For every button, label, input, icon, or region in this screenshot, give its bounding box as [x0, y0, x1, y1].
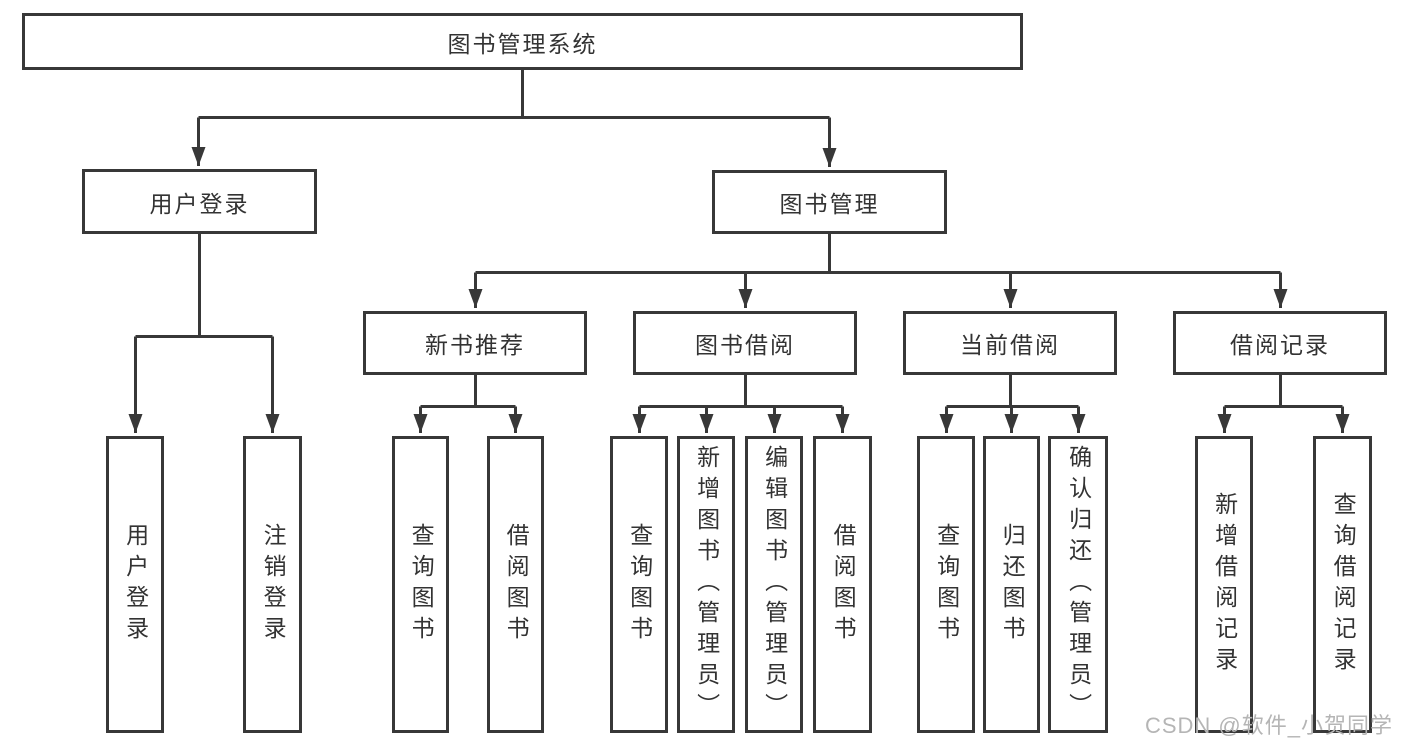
- connector-new-book-hub: [420, 375, 516, 408]
- leaf-add-book-admin: 新增图书（管理员）: [677, 436, 735, 733]
- connector-book-borrow-hub: [639, 375, 843, 408]
- leaf-add-borrow-record: 新增借阅记录: [1195, 436, 1253, 733]
- leaf-query-borrow-record-label: 查询借阅记录: [1330, 491, 1357, 678]
- node-current-borrow: 当前借阅: [903, 311, 1117, 375]
- leaf-borrow-books-1-label: 借阅图书: [503, 522, 530, 647]
- leaf-return-book: 归还图书: [983, 436, 1040, 733]
- leaf-query-books-1-label: 查询图书: [408, 522, 435, 647]
- leaf-query-books-1: 查询图书: [392, 436, 449, 733]
- leaf-add-book-admin-label: 新增图书（管理员）: [693, 445, 720, 724]
- leaf-query-books-2: 查询图书: [610, 436, 668, 733]
- leaf-confirm-return-admin: 确认归还（管理员）: [1048, 436, 1108, 733]
- connector-user-login-hub: [135, 234, 273, 338]
- node-user-login: 用户登录: [82, 169, 317, 234]
- leaf-query-books-2-label: 查询图书: [626, 522, 653, 647]
- node-book-borrow: 图书借阅: [633, 311, 857, 375]
- leaf-query-borrow-record: 查询借阅记录: [1313, 436, 1372, 733]
- csdn-watermark: CSDN @软件_小贺同学: [1144, 713, 1393, 738]
- leaf-borrow-books-1: 借阅图书: [487, 436, 544, 733]
- leaf-borrow-books-2-label: 借阅图书: [830, 522, 857, 647]
- leaf-user-login: 用户登录: [106, 436, 164, 733]
- leaf-return-book-label: 归还图书: [999, 522, 1026, 647]
- node-library-management-system: 图书管理系统: [22, 13, 1023, 70]
- leaf-add-borrow-record-label: 新增借阅记录: [1211, 491, 1238, 678]
- leaf-user-login-label: 用户登录: [122, 522, 149, 647]
- leaf-edit-book-admin: 编辑图书（管理员）: [745, 436, 803, 733]
- leaf-confirm-return-admin-label: 确认归还（管理员）: [1065, 445, 1092, 724]
- connector-current-borrow-hub: [946, 375, 1079, 408]
- leaf-logout: 注销登录: [243, 436, 302, 733]
- leaf-query-books-3: 查询图书: [917, 436, 975, 733]
- node-new-book-recommend: 新书推荐: [363, 311, 587, 375]
- node-borrow-records: 借阅记录: [1173, 311, 1387, 375]
- leaf-borrow-books-2: 借阅图书: [813, 436, 872, 733]
- leaf-edit-book-admin-label: 编辑图书（管理员）: [761, 445, 788, 724]
- connector-book-management-hub: [475, 234, 1281, 274]
- connector-root-hub: [198, 70, 830, 119]
- leaf-query-books-3-label: 查询图书: [933, 522, 960, 647]
- connector-borrow-records-hub: [1224, 375, 1343, 408]
- leaf-logout-label: 注销登录: [260, 522, 287, 647]
- node-book-management: 图书管理: [712, 170, 947, 234]
